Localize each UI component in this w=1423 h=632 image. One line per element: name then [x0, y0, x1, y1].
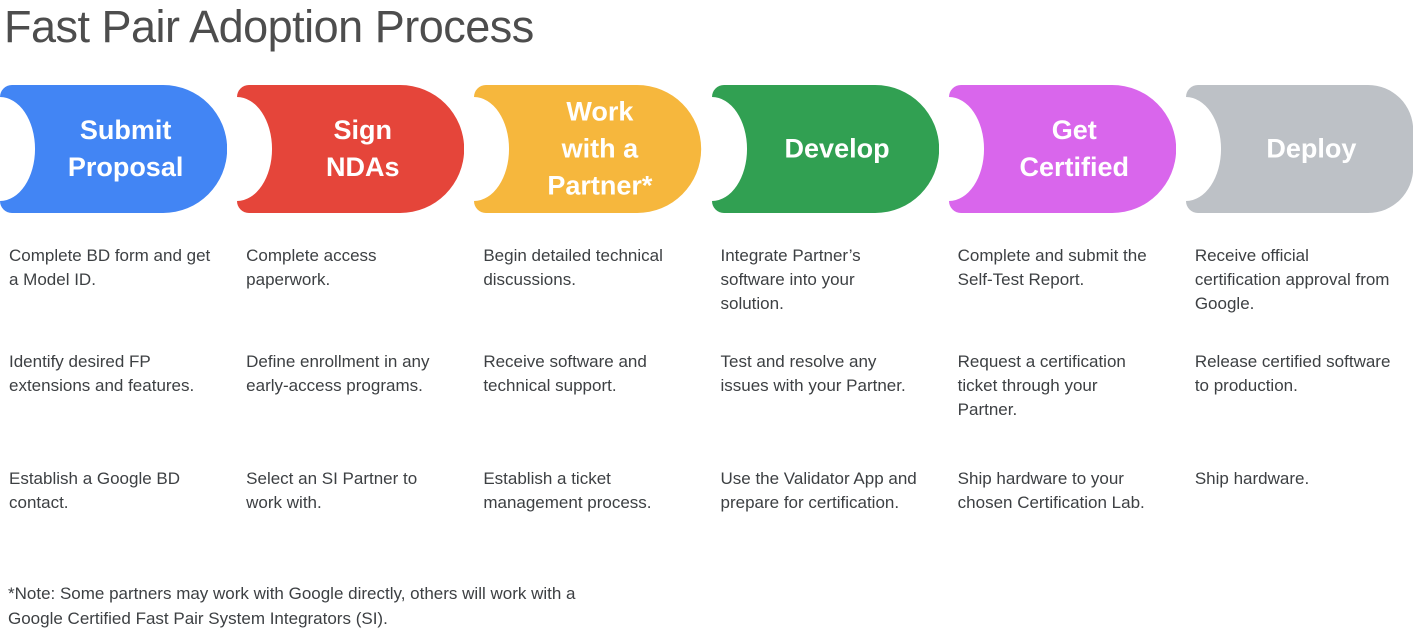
chip-shape	[0, 85, 228, 213]
footnote: *Note: Some partners may work with Googl…	[8, 584, 576, 628]
step-chip-submit-proposal: Submit Proposal	[0, 85, 228, 213]
detail-submit-proposal-3: Establish a Google BD contact.	[9, 469, 181, 512]
step-chip-deploy: Deploy	[1185, 85, 1413, 213]
step-details-row-1: Complete BD form and get a Model ID. Com…	[0, 244, 1423, 350]
step-details-row-2: Identify desired FP extensions and featu…	[0, 350, 1423, 467]
step-label-get-certified: Get Certified	[1019, 115, 1129, 182]
detail-get-certified-3: Ship hardware to your chosen Certificati…	[957, 469, 1145, 512]
step-label-work-with-partner: Work with a Partner*	[547, 96, 653, 201]
page-title: Fast Pair Adoption Process	[4, 1, 534, 52]
detail-work-with-partner-2: Receive software and technical support.	[483, 352, 647, 395]
detail-sign-ndas-3: Select an SI Partner to work with.	[246, 469, 418, 512]
step-chip-work-with-partner: Work with a Partner*	[474, 85, 702, 213]
detail-sign-ndas-2: Define enrollment in any early-access pr…	[246, 352, 430, 395]
chip-shape	[237, 85, 465, 213]
step-label-develop: Develop	[784, 133, 890, 164]
step-chip-get-certified: Get Certified	[948, 85, 1176, 213]
step-chip-develop: Develop	[711, 85, 939, 213]
detail-sign-ndas-1: Complete access paperwork.	[246, 246, 377, 289]
detail-get-certified-2: Request a certification ticket through y…	[957, 352, 1126, 419]
process-steps-row: Submit Proposal Sign NDAs Work with a Pa…	[0, 85, 1423, 213]
step-label-submit-proposal: Submit Proposal	[67, 115, 184, 182]
detail-deploy-3: Ship hardware.	[1194, 469, 1310, 488]
chip-shape	[948, 85, 1176, 213]
step-label-deploy: Deploy	[1266, 133, 1357, 164]
detail-develop-3: Use the Validator App and prepare for ce…	[720, 469, 917, 512]
step-details-row-3: Establish a Google BD contact. Select an…	[0, 467, 1423, 567]
chip-shape	[1185, 85, 1413, 213]
step-label-sign-ndas: Sign NDAs	[325, 115, 400, 182]
detail-deploy-2: Release certified software to production…	[1194, 352, 1391, 395]
detail-get-certified-1: Complete and submit the Self-Test Report…	[957, 246, 1147, 289]
chip-shape	[474, 85, 702, 213]
detail-work-with-partner-3: Establish a ticket management process.	[483, 469, 652, 512]
detail-work-with-partner-1: Begin detailed technical discussions.	[483, 246, 663, 289]
detail-deploy-1: Receive official certification approval …	[1194, 246, 1390, 313]
step-chip-sign-ndas: Sign NDAs	[237, 85, 465, 213]
detail-develop-2: Test and resolve any issues with your Pa…	[720, 352, 906, 395]
detail-submit-proposal-1: Complete BD form and get a Model ID.	[9, 246, 211, 289]
detail-develop-1: Integrate Partner’s software into your s…	[720, 246, 861, 313]
detail-submit-proposal-2: Identify desired FP extensions and featu…	[9, 352, 195, 395]
chip-shape	[711, 85, 939, 213]
